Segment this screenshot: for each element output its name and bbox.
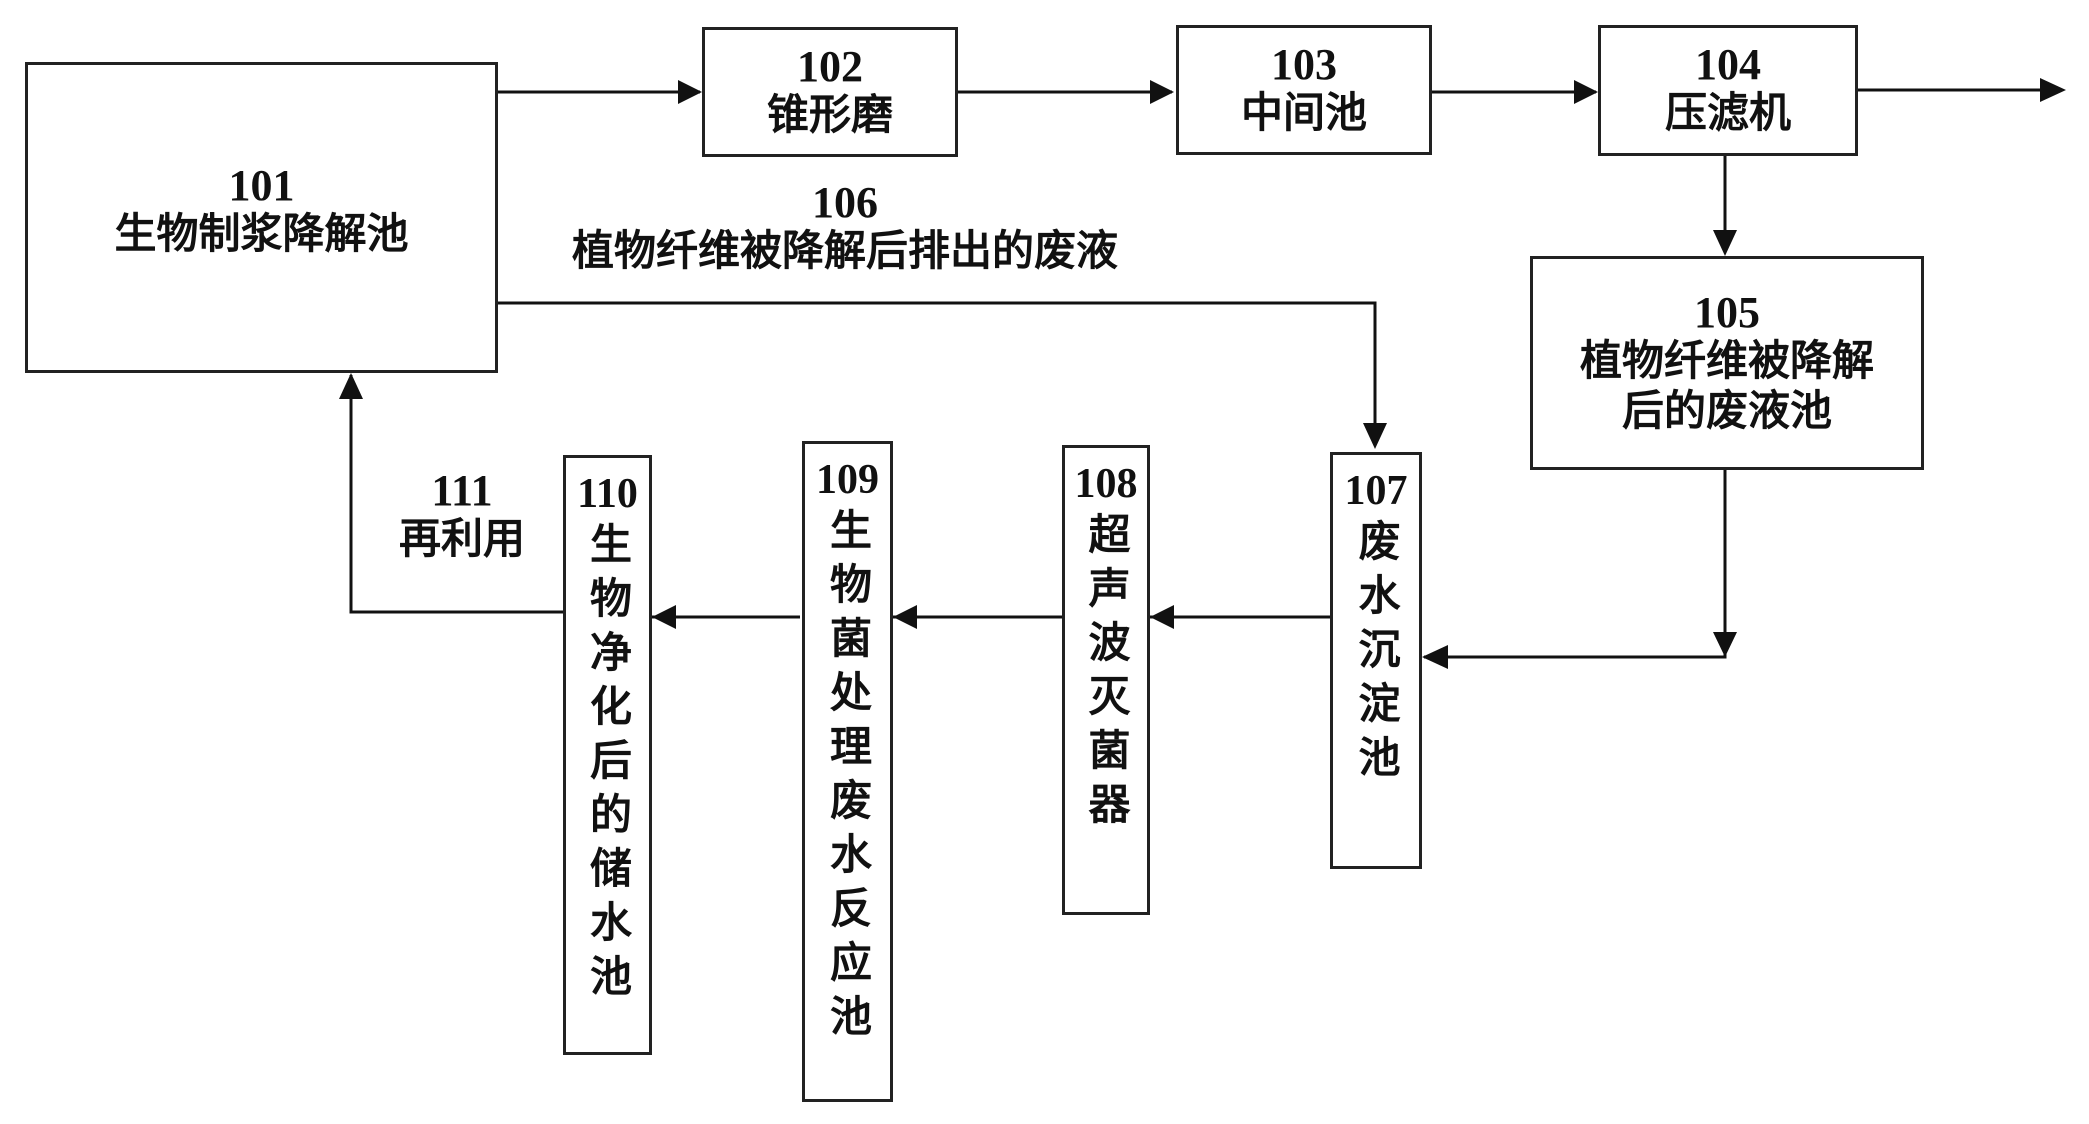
node-105-label-line1: 植物纤维被降解 — [1579, 335, 1874, 385]
node-102-number: 102 — [797, 41, 863, 91]
arrowhead-103-104 — [1574, 80, 1598, 104]
node-111-label: 再利用 — [398, 514, 525, 564]
arrowhead-105-down — [1713, 632, 1737, 657]
arrow-110-to-101-reuse — [349, 375, 563, 614]
arrow-105-to-107 — [1424, 470, 1727, 659]
arrowhead-109-110 — [652, 605, 676, 629]
node-110-storage-tank: 110 生物净化后的储水池 — [563, 455, 652, 1055]
node-108-label: 超声波灭菌器 — [1082, 512, 1131, 837]
arrowhead-reuse-101 — [339, 373, 363, 399]
node-110-label: 生物净化后的储水池 — [583, 522, 633, 1009]
arrowhead-107-108 — [1150, 605, 1174, 629]
node-106-number: 106 — [812, 178, 878, 227]
node-108-ultrasonic-sterilizer: 108 超声波灭菌器 — [1062, 445, 1150, 915]
node-101-biopulping-tank: 101 生物制浆降解池 — [25, 62, 498, 373]
node-109-number: 109 — [816, 457, 879, 503]
arrow-101-to-107 — [498, 301, 1377, 445]
node-104-number: 104 — [1695, 40, 1761, 90]
arrowhead-104-105 — [1713, 230, 1737, 256]
node-109-label: 生物菌处理废水反应池 — [823, 508, 873, 1049]
node-111-reuse-label: 111 再利用 — [382, 466, 542, 565]
arrowhead-106-107 — [1363, 423, 1387, 449]
arrowhead-101-102 — [678, 80, 702, 104]
arrowhead-102-103 — [1150, 80, 1174, 104]
node-103-intermediate-tank: 103 中间池 — [1176, 25, 1432, 155]
node-111-number: 111 — [431, 466, 493, 515]
arrowhead-108-109 — [893, 605, 917, 629]
node-109-bio-reaction-tank: 109 生物菌处理废水反应池 — [802, 441, 893, 1102]
node-105-label-line2: 后的废液池 — [1621, 386, 1832, 436]
node-106-waste-liquid-label: 106 植物纤维被降解后排出的废液 — [520, 178, 1170, 277]
node-107-number: 107 — [1344, 468, 1408, 514]
node-104-filter-press: 104 压滤机 — [1598, 25, 1858, 156]
node-104-label: 压滤机 — [1664, 88, 1791, 138]
node-108-number: 108 — [1074, 461, 1138, 507]
node-110-number: 110 — [577, 471, 638, 517]
node-103-label: 中间池 — [1240, 87, 1367, 137]
node-106-label: 植物纤维被降解后排出的废液 — [571, 226, 1118, 276]
node-102-label: 锥形磨 — [766, 89, 893, 139]
node-102-conical-mill: 102 锥形磨 — [702, 27, 958, 157]
node-105-number: 105 — [1694, 287, 1760, 337]
node-107-label: 废水沉淀池 — [1352, 519, 1401, 790]
node-105-waste-liquid-tank: 105 植物纤维被降解 后的废液池 — [1530, 256, 1924, 470]
arrowhead-105-107 — [1422, 645, 1448, 669]
node-101-number: 101 — [228, 161, 295, 210]
node-107-sedimentation-tank: 107 废水沉淀池 — [1330, 452, 1422, 869]
arrowhead-104-output — [2040, 78, 2066, 102]
node-101-label: 生物制浆降解池 — [114, 209, 409, 259]
node-103-number: 103 — [1271, 39, 1337, 89]
